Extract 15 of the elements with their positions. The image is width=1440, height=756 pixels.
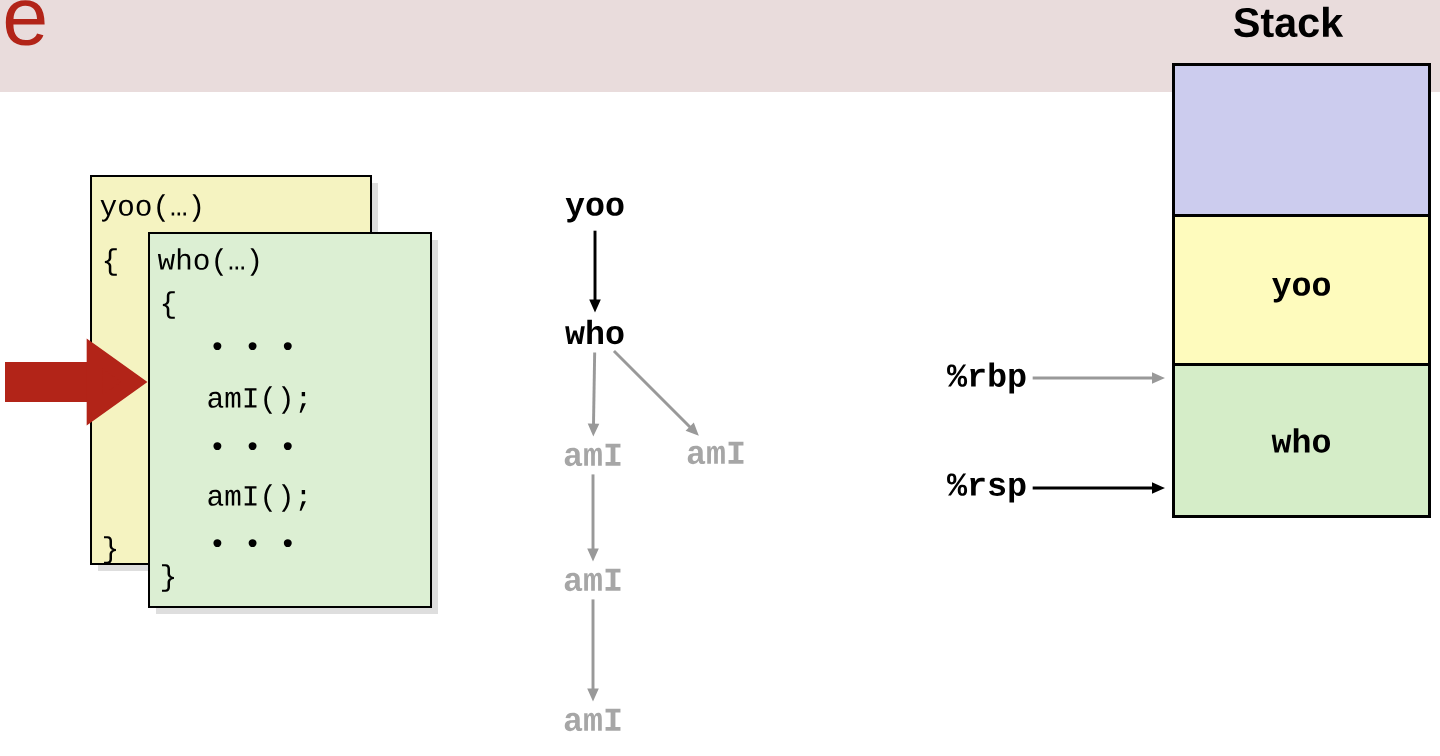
function-name: yoo xyxy=(565,197,624,223)
function-name: amI xyxy=(687,441,744,465)
code-line: { xyxy=(104,248,117,276)
function-name: amI xyxy=(564,568,621,592)
function-name: amI xyxy=(564,443,621,467)
register-name: %rbp xyxy=(947,362,1026,394)
code-line: yoo(…) xyxy=(100,194,201,222)
stack-heading: Stack xyxy=(1234,6,1344,38)
title: e xyxy=(5,0,45,46)
function-name: amI xyxy=(564,708,621,732)
stack-frame: yoo xyxy=(1172,214,1431,366)
function-name: who xyxy=(565,319,624,345)
stack-frame: who xyxy=(1172,363,1431,518)
stack-frame xyxy=(1172,63,1431,217)
register-name: %rsp xyxy=(947,473,1026,503)
